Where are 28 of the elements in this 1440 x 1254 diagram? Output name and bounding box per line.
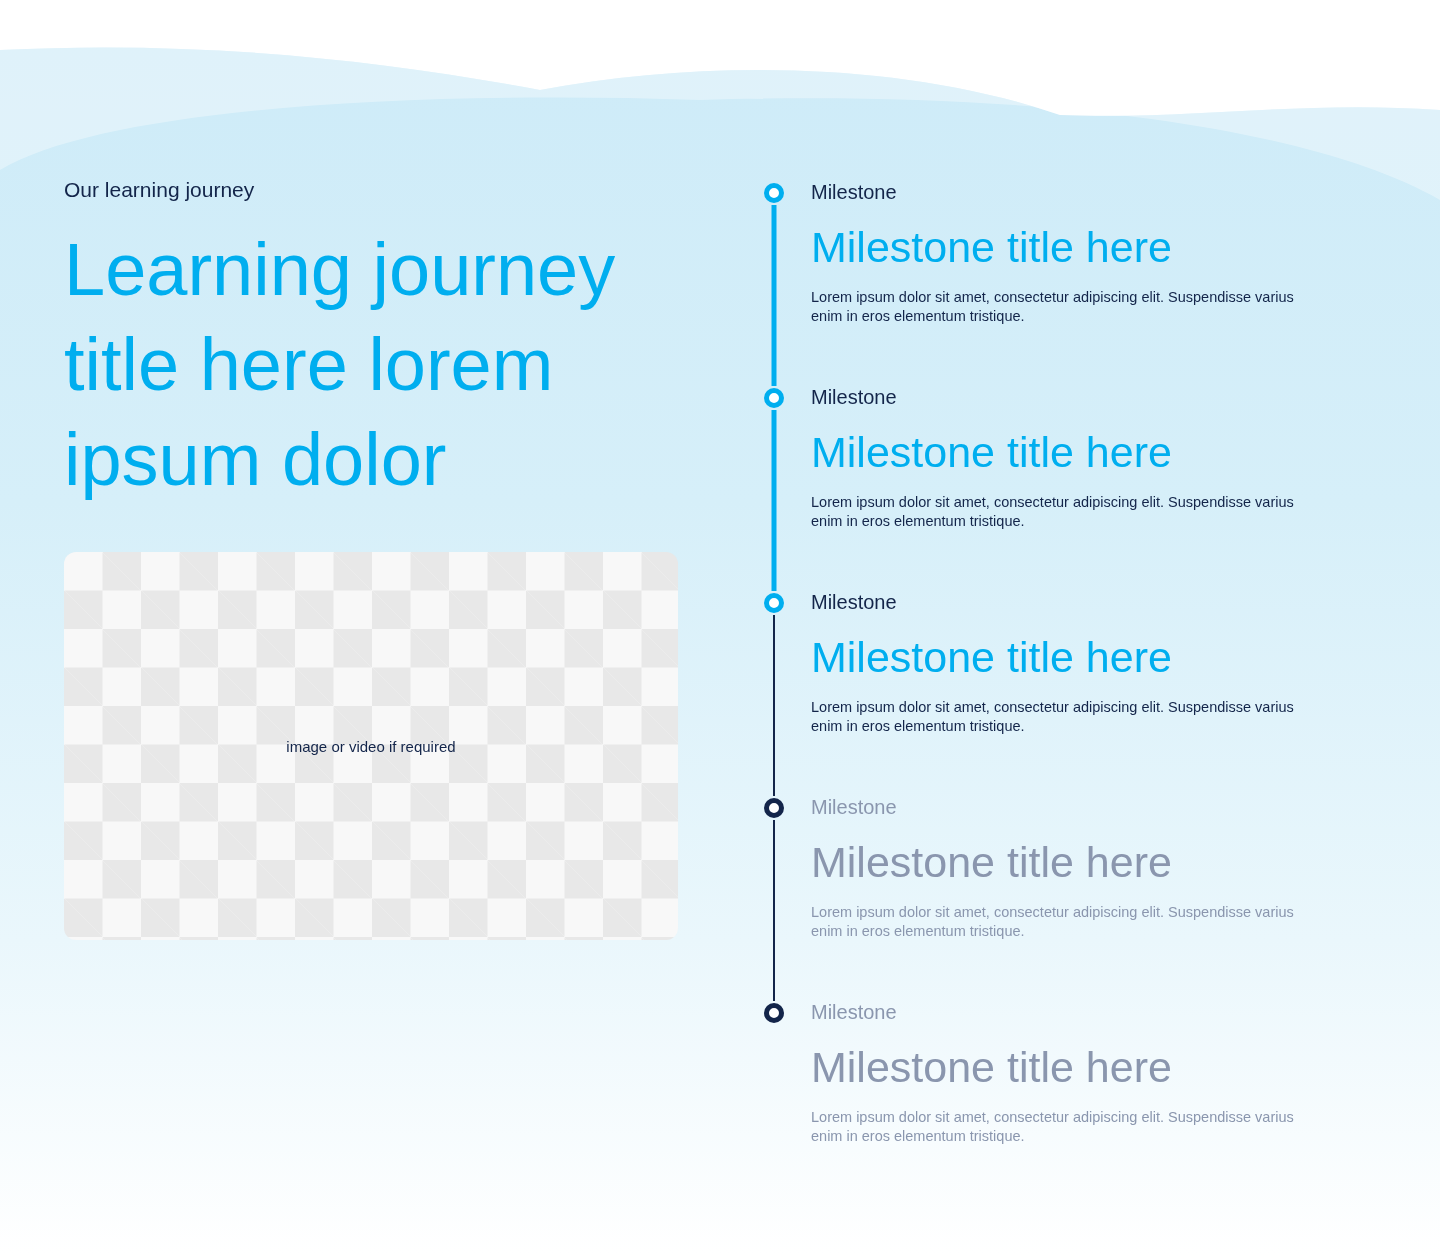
milestone-description: Lorem ipsum dolor sit amet, consectetur adipiscing elit. Suspendisse varius enim in eros elementum tristique. — [811, 288, 1295, 326]
timeline-line — [773, 614, 775, 797]
milestone-description: Lorem ipsum dolor sit amet, consectetur adipiscing elit. Suspendisse varius enim in eros elementum tristique. — [811, 698, 1295, 736]
timeline-dot — [764, 798, 784, 818]
milestone-description: Lorem ipsum dolor sit amet, consectetur adipiscing elit. Suspendisse varius enim in eros elementum tristique. — [811, 903, 1295, 941]
timeline-line — [771, 410, 777, 591]
timeline-dot — [764, 593, 784, 613]
timeline-line — [773, 819, 775, 1002]
checkerboard-picture — [64, 552, 678, 940]
milestone-label: Milestone — [811, 796, 897, 819]
timeline-dot — [764, 183, 784, 203]
milestone-title: Milestone title here — [811, 633, 1172, 682]
timeline-line — [771, 205, 777, 386]
milestone-title: Milestone title here — [811, 428, 1172, 477]
milestone-title: Milestone title here — [811, 1043, 1172, 1092]
milestone-description: Lorem ipsum dolor sit amet, consectetur adipiscing elit. Suspendisse varius enim in eros elementum tristique. — [811, 493, 1295, 531]
eyebrow-text: Our learning journey — [64, 178, 255, 202]
timeline-dot — [764, 388, 784, 408]
milestone-label: Milestone — [811, 181, 897, 204]
milestone-title: Milestone title here — [811, 223, 1172, 272]
milestone-label: Milestone — [811, 1001, 897, 1024]
milestone-label: Milestone — [811, 591, 897, 614]
page-title: Learning journey title here lorem ipsum dolor — [64, 227, 617, 503]
picture-caption: image or video if required — [286, 737, 456, 755]
milestone-title: Milestone title here — [811, 838, 1172, 887]
milestone-label: Milestone — [811, 386, 897, 409]
milestone-description: Lorem ipsum dolor sit amet, consectetur adipiscing elit. Suspendisse varius enim in eros elementum tristique. — [811, 1108, 1295, 1146]
timeline-dot — [764, 1003, 784, 1023]
